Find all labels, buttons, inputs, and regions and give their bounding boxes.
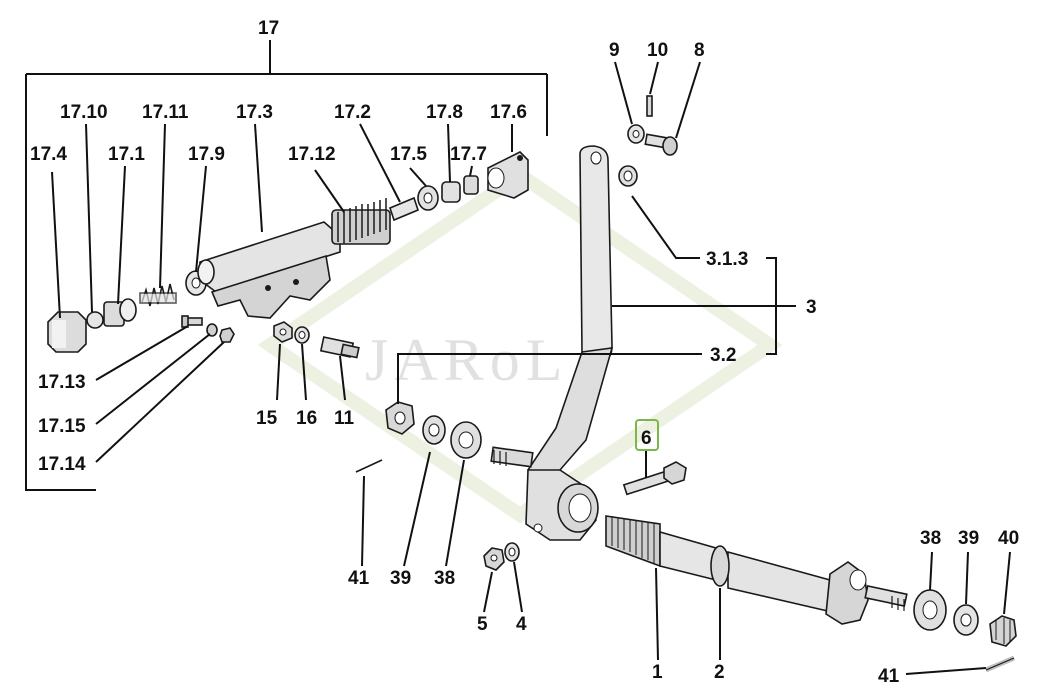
leader-lines — [51, 61, 1011, 675]
callout-17-3: 17.3 — [236, 102, 273, 123]
part-17-2-rod — [389, 196, 419, 222]
part-11-stud — [319, 336, 360, 359]
part-39-washer-right — [953, 604, 979, 636]
part-3-2-nut — [385, 401, 415, 435]
part-17-15-washer — [206, 323, 218, 337]
callout-41-left: 41 — [348, 568, 370, 589]
callout-40: 40 — [998, 528, 1019, 549]
part-15-nut — [273, 321, 293, 343]
part-3-1-3-bushing — [618, 165, 638, 187]
callout-16: 16 — [296, 408, 317, 429]
callout-3-2: 3.2 — [710, 345, 736, 366]
part-1-axle — [605, 515, 908, 625]
callout-17-5: 17.5 — [390, 144, 427, 165]
part-41-split-pin-right — [985, 655, 1015, 673]
callout-15: 15 — [256, 408, 278, 429]
callout-3-1-3: 3.1.3 — [706, 249, 748, 270]
callout-10: 10 — [647, 40, 668, 61]
callout-8: 8 — [694, 40, 705, 61]
part-5-nut — [483, 547, 505, 571]
callout-39-right: 39 — [958, 528, 979, 549]
part-38-washer — [450, 421, 482, 459]
part-41-split-pin-left — [355, 459, 383, 473]
callout-17-2: 17.2 — [334, 102, 371, 123]
part-3-steering-arm — [490, 145, 614, 541]
part-17-10-washer — [86, 311, 104, 329]
callout-17-14: 17.14 — [38, 454, 86, 475]
callout-38-left: 38 — [434, 568, 455, 589]
callout-39-left: 39 — [390, 568, 411, 589]
callout-1: 1 — [652, 662, 663, 683]
callout-labels: 17 17.10 17.11 17.3 17.2 17.8 17.6 17.4 … — [30, 18, 1019, 687]
part-17-14-nut — [219, 327, 235, 343]
highlight-box-6 — [635, 419, 659, 451]
part-17-11-spring — [139, 283, 177, 307]
callout-17-7: 17.7 — [450, 144, 487, 165]
part-17-7-nut — [463, 175, 479, 195]
callout-17: 17 — [258, 18, 279, 39]
callout-17-9: 17.9 — [188, 144, 225, 165]
part-17-13-screw — [181, 315, 203, 328]
part-17-4-cap — [47, 311, 87, 353]
callout-5: 5 — [477, 614, 488, 635]
callout-41-right: 41 — [878, 666, 900, 687]
callout-4: 4 — [516, 614, 527, 635]
part-40-castle-nut — [989, 615, 1017, 647]
part-6-bolt — [622, 461, 687, 496]
part-16-washer — [294, 326, 310, 344]
callout-17-8: 17.8 — [426, 102, 463, 123]
callout-17-4: 17.4 — [30, 144, 67, 165]
callout-3: 3 — [806, 297, 817, 318]
part-2-ring — [710, 545, 730, 587]
callout-17-15: 17.15 — [38, 416, 86, 437]
part-17-6-fork — [487, 151, 529, 199]
part-10-split-pin — [646, 95, 653, 117]
callout-11: 11 — [334, 408, 355, 429]
callout-6: 6 — [641, 428, 652, 449]
part-39-washer — [422, 415, 446, 445]
watermark-text: JARoL — [365, 327, 568, 393]
callout-17-10: 17.10 — [60, 102, 108, 123]
callout-17-11: 17.11 — [142, 102, 189, 123]
part-8-pin — [644, 133, 678, 156]
part-17-3-housing — [197, 221, 341, 319]
callout-2: 2 — [714, 662, 725, 683]
part-17-9-bushing — [185, 270, 207, 296]
assembly-17-bracket — [25, 40, 548, 491]
callout-17-13: 17.13 — [38, 372, 86, 393]
callout-17-1: 17.1 — [108, 144, 145, 165]
part-38-washer-right — [913, 589, 947, 631]
callout-9: 9 — [609, 40, 620, 61]
part-17-1-bushing — [103, 298, 137, 327]
part-9-washer — [627, 124, 645, 144]
part-17-8-bushing — [441, 181, 461, 203]
callout-17-12: 17.12 — [288, 144, 336, 165]
part-17-5-washer — [417, 185, 439, 211]
callout-38-right: 38 — [920, 528, 941, 549]
callout-17-6: 17.6 — [490, 102, 527, 123]
part-4-washer — [504, 542, 520, 562]
part-17-12-spring — [331, 198, 391, 245]
